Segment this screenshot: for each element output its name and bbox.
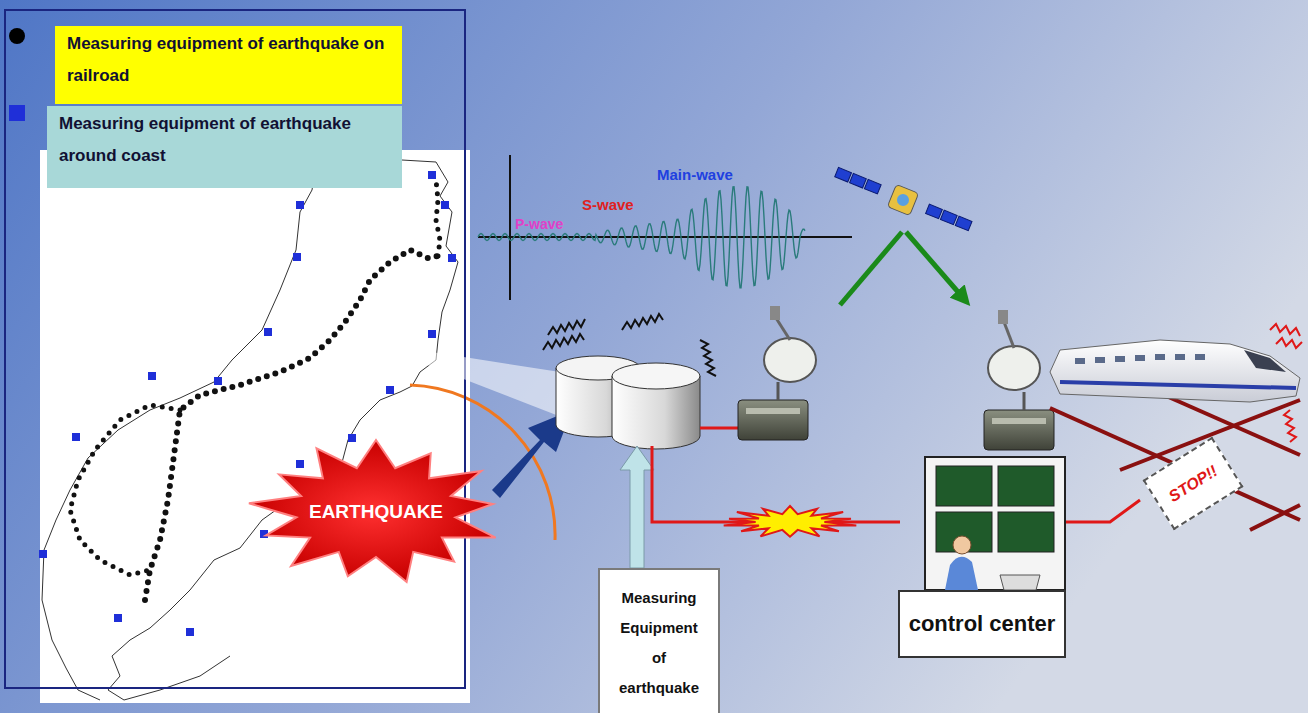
- legend-text: Measuring equipment of earthquake around…: [59, 108, 392, 173]
- pointer-arrow: [620, 446, 654, 568]
- shinkansen-train: [1050, 340, 1300, 402]
- vibration-marks: [543, 314, 716, 376]
- axis: [509, 155, 511, 300]
- radio-link: [840, 232, 965, 305]
- railroad-line: [70, 405, 180, 575]
- vibration-marks: [1270, 324, 1302, 442]
- stop-sign: STOP!!: [1143, 437, 1244, 530]
- legend-entry: Measuring equipment of earthquake around…: [47, 106, 402, 188]
- wave-label: S-wave: [582, 196, 634, 213]
- legend-text: Measuring equipment of earthquake on rai…: [67, 28, 392, 93]
- node-text: control center: [909, 611, 1056, 637]
- node-text: STOP!!: [1165, 461, 1221, 506]
- satellite: [832, 162, 975, 238]
- west-coast: [42, 152, 318, 700]
- legend-swatch: [9, 28, 25, 44]
- legend-entry: Measuring equipment of earthquake on rai…: [55, 26, 402, 104]
- east-coast: [108, 152, 458, 700]
- seismometer: [556, 356, 700, 449]
- node-text: EARTHQUAKE: [309, 501, 443, 524]
- legend-swatch: [9, 105, 25, 121]
- earthquake-burst: EARTHQUAKE: [248, 440, 504, 584]
- fault-burst: [724, 506, 857, 537]
- equipment-label-box: Measuring Equipment of earthquake: [598, 568, 720, 713]
- railroad-line: [436, 180, 440, 256]
- wave-label: P-wave: [515, 216, 563, 232]
- control-center-box: control center: [898, 590, 1066, 658]
- axis: [478, 236, 852, 238]
- railway-track: [1050, 380, 1300, 530]
- satellite-terminal: [984, 310, 1054, 450]
- map-panel: [40, 150, 470, 703]
- seismic-wave: [478, 187, 805, 288]
- node-text: Measuring Equipment of earthquake: [612, 583, 706, 703]
- wave-label: Main-wave: [657, 166, 733, 183]
- control-console: [925, 457, 1065, 590]
- satellite-terminal: [738, 306, 816, 440]
- wire: [652, 428, 1140, 522]
